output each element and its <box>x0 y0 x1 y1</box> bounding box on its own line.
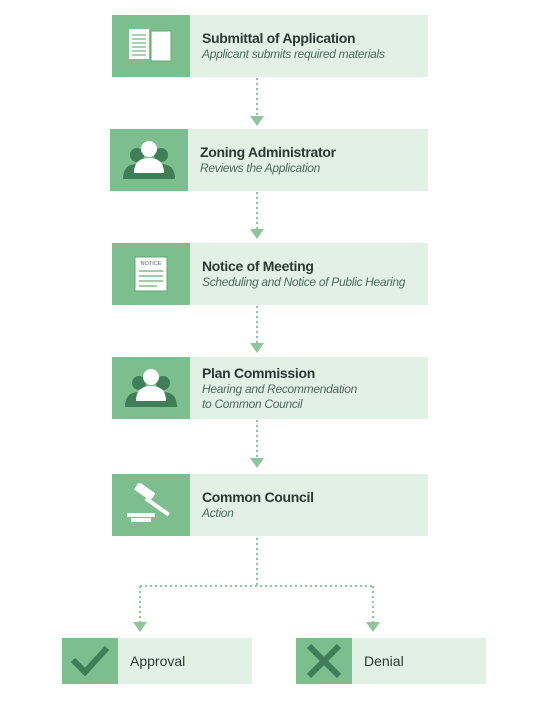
outcome-label: Approval <box>130 653 186 669</box>
outcome-label: Denial <box>364 653 404 669</box>
step-zoning-administrator: Zoning Administrator Reviews the Applica… <box>110 129 428 191</box>
step-title: Notice of Meeting <box>202 258 314 274</box>
step-subtitle: Scheduling and Notice of Public Hearing <box>202 275 406 289</box>
step-plan-commission: Plan Commission Hearing and Recommendati… <box>112 357 428 419</box>
x-icon <box>296 638 352 684</box>
step-subtitle: Applicant submits required materials <box>202 47 385 61</box>
step-subtitle: Action <box>202 506 234 520</box>
notice-icon-label: NOTICE <box>141 261 162 267</box>
arrow-head <box>366 622 380 632</box>
step-subtitle: Hearing and Recommendation <box>202 381 357 396</box>
gavel-icon <box>112 474 190 536</box>
notice-icon: NOTICE <box>112 243 190 305</box>
document-icon <box>112 15 190 77</box>
step-title: Zoning Administrator <box>200 144 336 160</box>
people-icon <box>110 129 188 191</box>
step-title: Plan Commission <box>202 364 315 381</box>
step-subtitle-line-2: to Common Council <box>202 396 303 411</box>
people-icon <box>112 357 190 419</box>
step-notice-of-meeting: NOTICE Notice of Meeting Scheduling and … <box>112 243 428 305</box>
checkmark-icon <box>62 638 118 684</box>
step-submittal-of-application: Submittal of Application Applicant submi… <box>112 15 428 77</box>
outcome-approval: Approval <box>62 638 252 684</box>
arrow-head <box>250 343 264 353</box>
arrow-head <box>250 116 264 126</box>
step-title: Common Council <box>202 489 314 505</box>
outcome-denial: Denial <box>296 638 486 684</box>
arrow-head <box>250 229 264 239</box>
arrow-head <box>133 622 147 632</box>
step-common-council: Common Council Action <box>112 474 428 536</box>
step-subtitle: Reviews the Application <box>200 161 321 175</box>
step-title: Submittal of Application <box>202 30 356 46</box>
arrow-head <box>250 458 264 468</box>
